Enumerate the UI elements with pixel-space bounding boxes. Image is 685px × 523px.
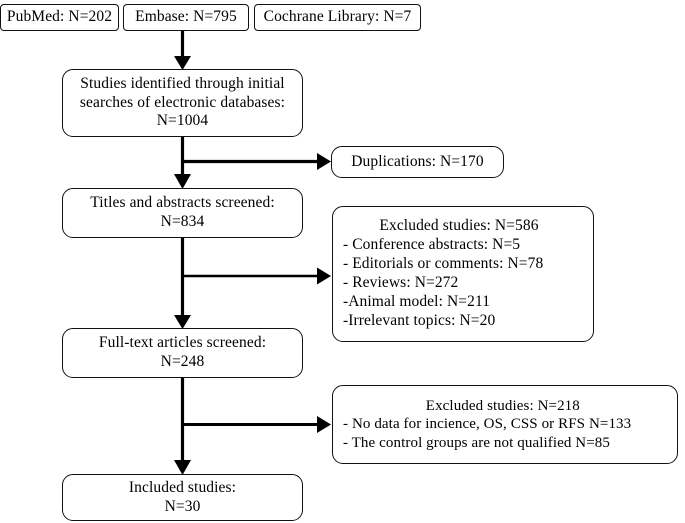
source-box-cochrane: Cochrane Library: N=7 [254, 4, 421, 31]
exclusion-fulltext-line-1: Excluded studies: N=218 [418, 398, 580, 415]
source-label-embase: Embase: N=795 [135, 8, 237, 26]
arrowhead-duplications [317, 153, 331, 170]
arrowhead-identified-to-titles [174, 174, 191, 189]
stage-identified-line-3: N=1004 [156, 112, 209, 130]
exclusion-screening-line-1: Excluded studies: N=586 [375, 217, 539, 235]
stage-box-identified: Studies identified through initial searc… [62, 69, 303, 137]
stage-box-titles-abstracts: Titles and abstracts screened: N=834 [62, 188, 303, 238]
stage-titles-line-1: Titles and abstracts screened: [90, 194, 275, 212]
stage-box-full-text: Full-text articles screened: N=248 [62, 328, 303, 378]
source-label-pubmed: PubMed: N=202 [6, 8, 113, 26]
stage-titles-line-2: N=834 [160, 213, 205, 230]
arrowhead-fulltext-to-included [174, 460, 191, 475]
arrowhead-excluded-fulltext [317, 416, 331, 433]
stage-included-line-2: N=30 [164, 497, 201, 515]
source-label-cochrane: Cochrane Library: N=7 [263, 8, 412, 26]
exclusion-box-duplications: Duplications: N=170 [331, 146, 504, 178]
stage-fulltext-line-1: Full-text articles screened: [98, 334, 267, 352]
exclusion-fulltext-line-3: - The control groups are not qualified N… [343, 434, 610, 451]
arrowhead-excluded-screening [317, 267, 331, 285]
source-box-pubmed: PubMed: N=202 [0, 4, 119, 31]
exclusion-screening-line-5: -Animal model: N=211 [343, 292, 491, 310]
stage-box-included: Included studies: N=30 [62, 474, 303, 521]
arrowhead-sources-to-identified [174, 56, 191, 70]
exclusion-box-excluded-fulltext: Excluded studies: N=218 - No data for in… [332, 385, 678, 464]
stage-identified-line-1: Studies identified through initial [80, 74, 285, 92]
exclusion-screening-line-6: -Irrelevant topics: N=20 [343, 311, 496, 329]
exclusion-duplications-line-1: Duplications: N=170 [351, 152, 484, 170]
exclusion-screening-line-3: - Editorials or comments: N=78 [343, 255, 544, 273]
exclusion-fulltext-line-2: - No data for incience, OS, CSS or RFS N… [343, 416, 632, 433]
stage-included-line-1: Included studies: [128, 478, 237, 496]
exclusion-box-excluded-screening: Excluded studies: N=586 - Conference abs… [332, 206, 594, 342]
stage-identified-line-2: searches of electronic databases: [79, 93, 286, 111]
exclusion-screening-line-2: - Conference abstracts: N=5 [343, 236, 521, 254]
stage-fulltext-line-2: N=248 [160, 353, 205, 370]
source-box-embase: Embase: N=795 [123, 4, 249, 31]
arrowhead-titles-to-fulltext [174, 315, 191, 329]
exclusion-screening-line-4: - Reviews: N=272 [343, 274, 459, 291]
